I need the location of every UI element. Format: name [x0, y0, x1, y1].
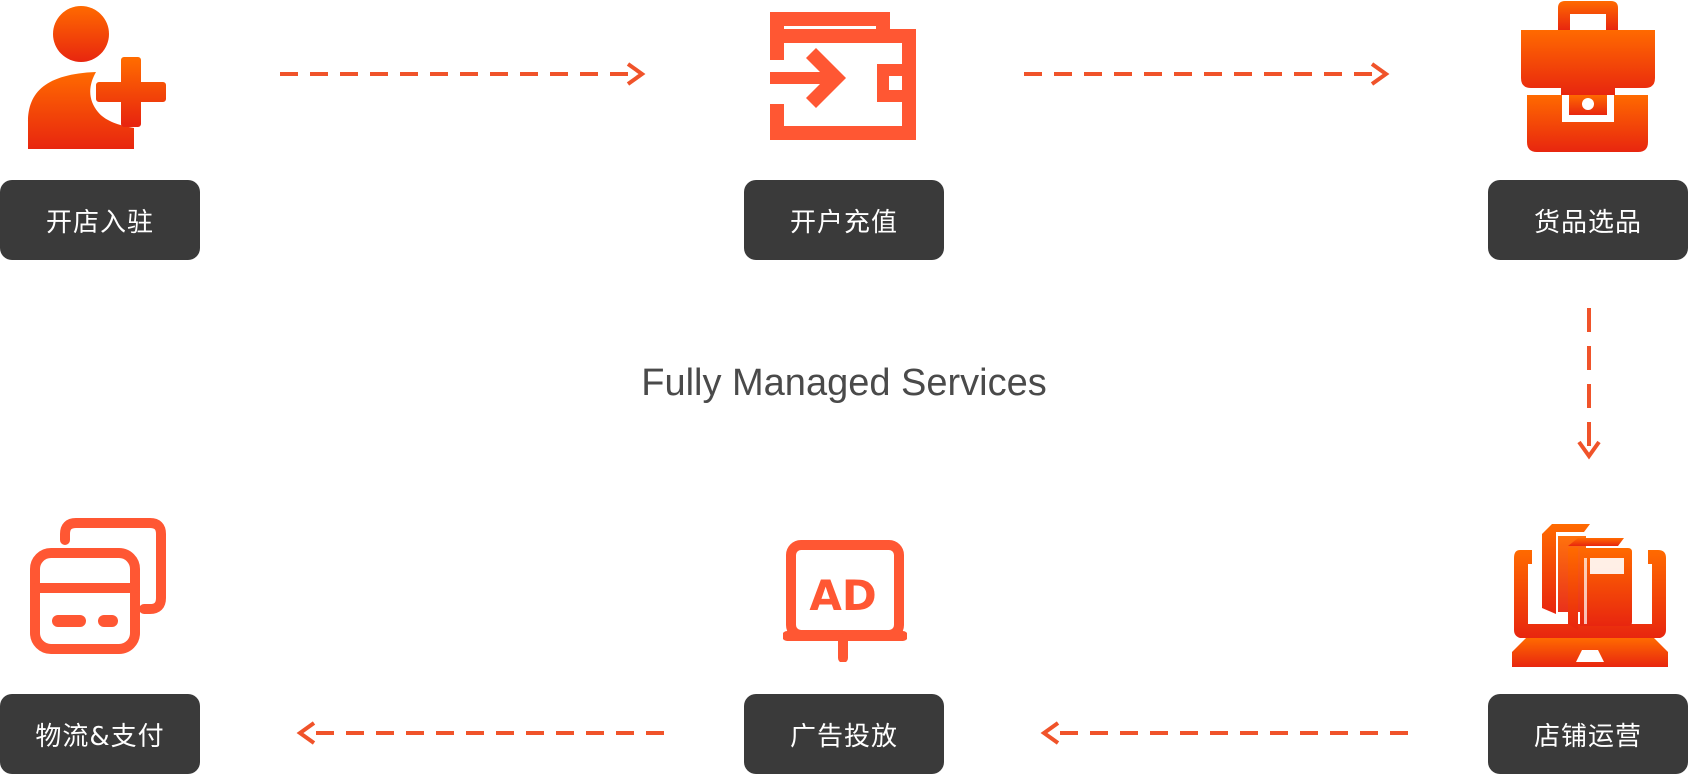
credit-cards-icon: [30, 518, 166, 654]
arrow-left-2: [296, 721, 664, 745]
arrow-right-1: [280, 62, 646, 86]
step-label-open-store: 开店入驻: [0, 180, 200, 260]
step-label-logistics-payment: 物流&支付: [0, 694, 200, 774]
step-label-product-selection: 货品选品: [1488, 180, 1688, 260]
step-label-store-operations: 店铺运营: [1488, 694, 1688, 774]
ad-monitor-icon: AD: [783, 540, 907, 662]
laptop-books-icon: [1512, 524, 1668, 667]
ad-icon-glyph: AD: [809, 571, 876, 620]
arrow-right-2: [1024, 62, 1390, 86]
diagram-title: Fully Managed Services: [641, 362, 1047, 404]
user-add-icon: [28, 6, 166, 149]
step-label-account-topup: 开户充值: [744, 180, 944, 260]
briefcase-icon: [1521, 1, 1655, 152]
wallet-transfer-icon: [770, 12, 916, 140]
arrow-down: [1577, 308, 1601, 460]
arrow-left-1: [1040, 721, 1408, 745]
step-label-advertising: 广告投放: [744, 694, 944, 774]
